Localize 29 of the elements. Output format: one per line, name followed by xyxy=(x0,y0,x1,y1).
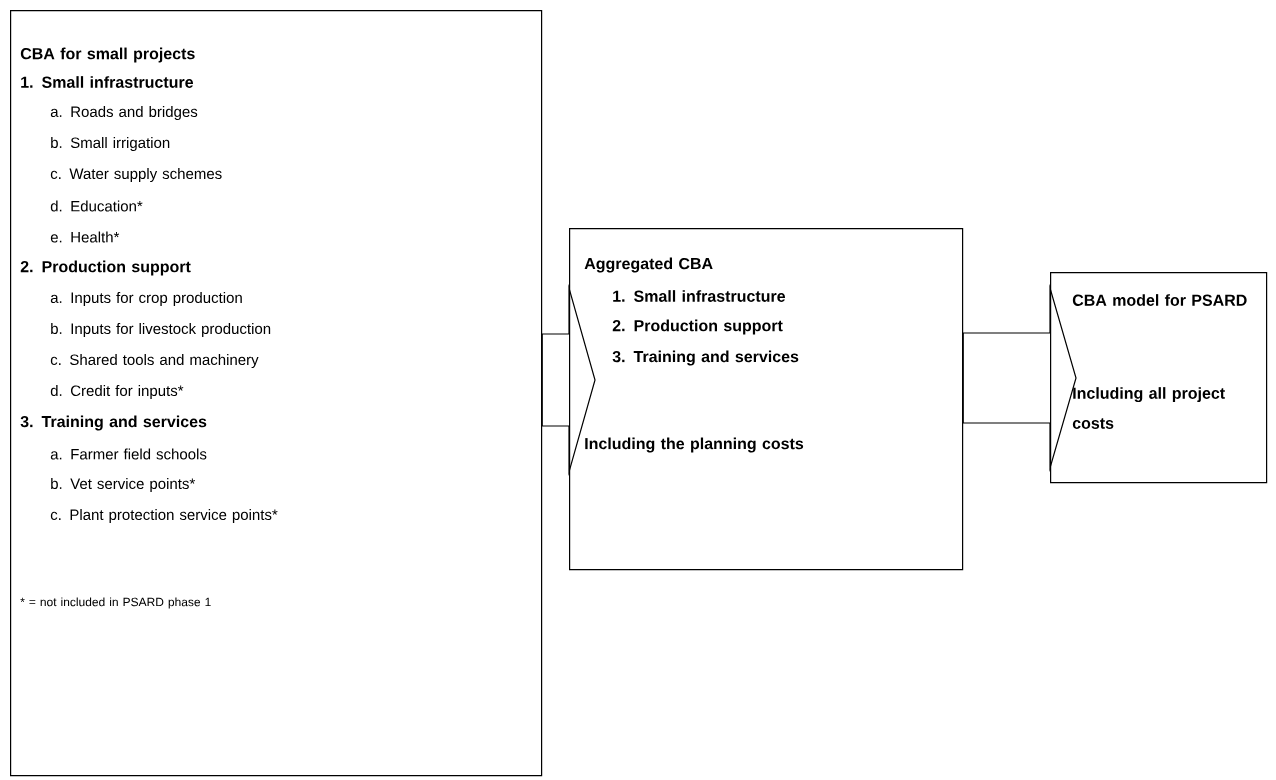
heading: Including all project costs xyxy=(1072,387,1225,429)
heading: 3. Training and services xyxy=(20,415,207,431)
list-item: a. Inputs for crop production xyxy=(50,292,242,306)
list-item: e. Health* xyxy=(50,231,120,243)
heading: 1. Small infrastructure xyxy=(21,76,194,88)
list-item: c. Shared tools and machinery xyxy=(50,354,259,368)
list-item: d. Credit for inputs* xyxy=(50,385,184,399)
heading: CBA for small projects xyxy=(20,47,195,63)
list-item: a. Farmer field schools xyxy=(50,448,207,460)
text-box xyxy=(1050,272,1268,484)
list-item: c. Water supply schemes xyxy=(50,168,222,182)
heading: Aggregated CBA xyxy=(584,257,713,273)
block-arrow xyxy=(541,283,596,477)
text-box xyxy=(569,228,964,571)
list-item: d. Education* xyxy=(50,200,143,212)
list-item: b. Vet service points* xyxy=(51,478,195,492)
list-item: b. Inputs for livestock production xyxy=(51,323,271,337)
footnote: * = not included in PSARD phase 1 xyxy=(20,597,211,609)
list-item: a. Roads and bridges xyxy=(50,106,198,120)
heading: 1. Small infrastructure xyxy=(613,290,786,302)
heading: Including the planning costs xyxy=(585,437,804,453)
heading: 2. Production support xyxy=(20,260,191,276)
text-box xyxy=(10,10,543,777)
heading: CBA model for PSARD xyxy=(1072,294,1247,306)
heading: 2. Production support xyxy=(612,319,783,335)
heading: 3. Training and services xyxy=(612,350,799,366)
block-arrow xyxy=(962,283,1077,473)
list-item: b. Small irrigation xyxy=(51,137,170,151)
list-item: c. Plant protection service points* xyxy=(50,509,278,523)
